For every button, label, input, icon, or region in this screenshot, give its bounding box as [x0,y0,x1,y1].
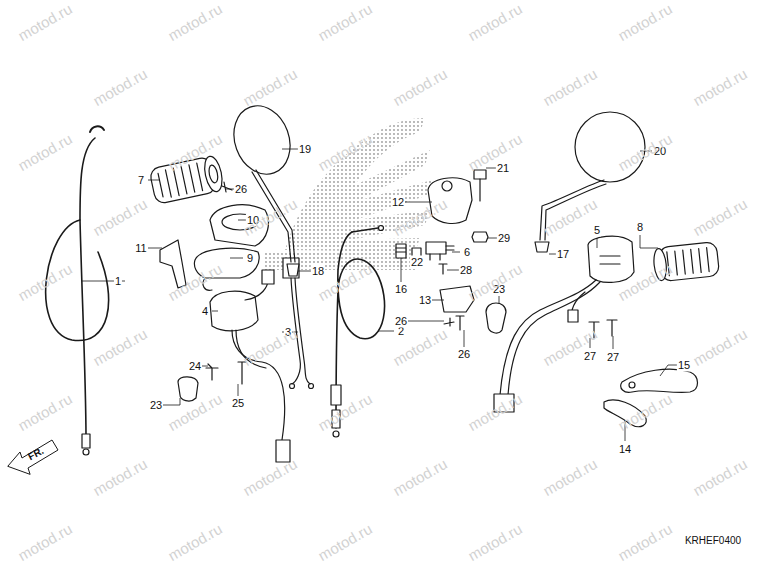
watermark: motod.ru [541,196,600,239]
watermark: motod.ru [466,1,525,44]
watermark: motod.ru [616,1,675,44]
callout-number: 26 [457,348,471,361]
callout-number: 1 [114,275,122,288]
callout-number: 13 [418,294,432,307]
watermark: motod.ru [316,391,375,434]
callout-number: 29 [497,232,511,245]
watermark: motod.ru [91,456,150,499]
callout-number: 8 [636,221,644,234]
watermark: motod.ru [16,391,75,434]
callout-number: 21 [496,162,510,175]
callout-number: 11 [134,242,147,255]
callout-number: 27 [606,351,620,364]
watermark: motod.ru [241,456,300,499]
watermark: motod.ru [466,261,525,304]
watermark: motod.ru [91,66,150,109]
watermark: motod.ru [391,66,450,109]
watermark: motod.ru [541,456,600,499]
watermark: motod.ru [16,1,75,44]
callout-number: 19 [298,143,312,156]
callout-number: 24 [188,360,202,373]
callout-number: 17 [556,248,570,261]
watermark: motod.ru [241,326,300,369]
callout-number: 26 [234,183,248,196]
watermark: motod.ru [691,326,750,369]
drawing-code: KRHEF0400 [685,536,741,546]
callout-number: 22 [410,256,424,269]
callout-number: 6 [463,246,471,259]
watermark: motod.ru [241,66,300,109]
watermark: motod.ru [166,1,225,44]
watermark: motod.ru [91,196,150,239]
watermark: motod.ru [16,521,75,564]
callout-number: 14 [618,443,632,456]
watermark: motod.ru [691,456,750,499]
watermark: motod.ru [316,521,375,564]
callout-number: 26 [394,315,408,328]
leader-lines [82,149,677,441]
callout-number: 23 [149,399,163,412]
watermark: motod.ru [466,521,525,564]
watermark: motod.ru [166,521,225,564]
callout-number: 28 [459,264,473,277]
watermark: motod.ru [691,66,750,109]
callout-number: 15 [677,359,691,372]
callout-number: 25 [231,397,245,410]
callout-number: 18 [311,265,325,278]
watermark: motod.ru [616,521,675,564]
callout-number: 7 [137,174,145,187]
callout-number: 9 [246,252,254,265]
callout-number: 12 [391,196,405,209]
watermark: motod.ru [316,1,375,44]
watermark: motod.ru [16,131,75,174]
callout-number: 27 [583,350,597,363]
callout-number: 16 [394,283,408,296]
watermark: motod.ru [541,66,600,109]
callout-number: 5 [593,224,601,237]
watermark: motod.ru [391,456,450,499]
callout-number: 4 [201,305,209,318]
watermark: motod.ru [691,196,750,239]
